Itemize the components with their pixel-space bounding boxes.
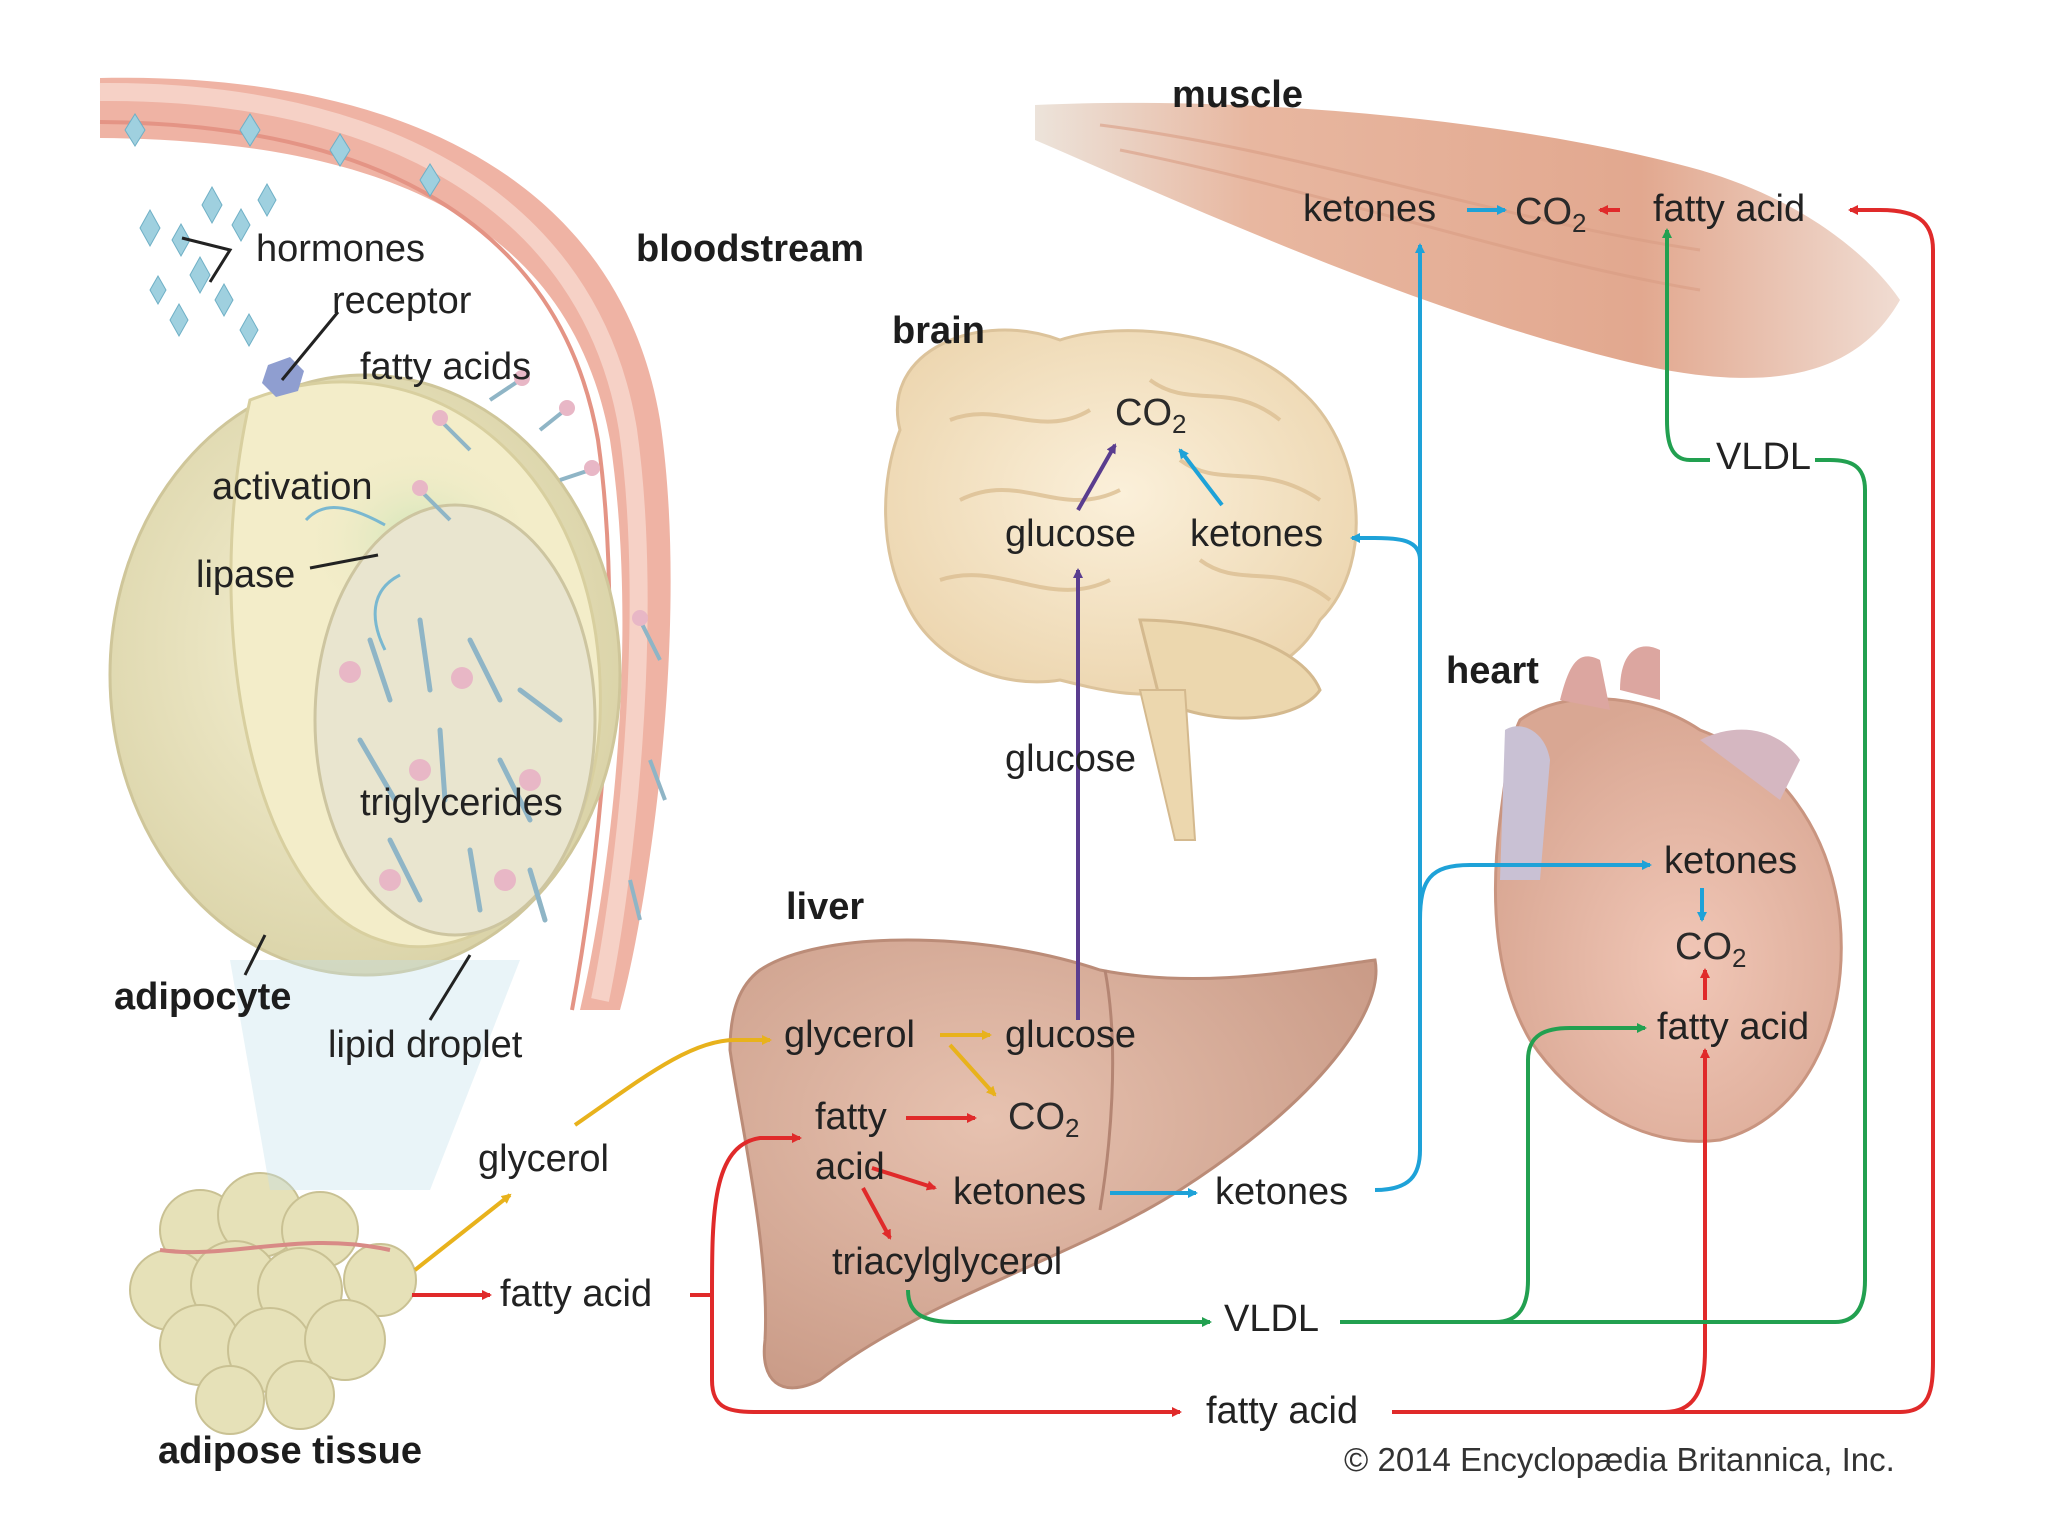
- lipase-label: lipase: [196, 554, 296, 596]
- copyright-credit: © 2014 Encyclopædia Britannica, Inc.: [1344, 1441, 1895, 1478]
- heart-title: heart: [1446, 650, 1539, 692]
- adipocyte-cell: [108, 357, 622, 977]
- glycerol-pathway: [413, 1030, 997, 1272]
- adipose-tissue-title: adipose tissue: [158, 1430, 422, 1472]
- glycerol-pathway-label: glycerol: [478, 1138, 609, 1180]
- glucose-pathway: [1073, 443, 1117, 1020]
- vldl-muscle-label: VLDL: [1716, 436, 1812, 478]
- activation-label: activation: [212, 466, 373, 508]
- liver-glucose-label: glucose: [1005, 1014, 1136, 1056]
- brain-co2-label: CO2: [1115, 392, 1187, 439]
- vldl-bottom-label: VLDL: [1224, 1298, 1320, 1340]
- liver-fatty-label: fatty: [815, 1096, 887, 1138]
- fatty-acid-pathway: [412, 205, 1935, 1417]
- heart-ketones-label: ketones: [1664, 840, 1798, 882]
- liver-organ: [728, 938, 1378, 1390]
- receptor-label: receptor: [332, 280, 472, 322]
- brain-glucose-label: glucose: [1005, 513, 1136, 555]
- liver-acid-label: acid: [815, 1146, 885, 1188]
- muscle-fatty-acid-label: fatty acid: [1653, 188, 1806, 230]
- muscle-title: muscle: [1172, 74, 1303, 116]
- glucose-pathway-label: glucose: [1005, 738, 1136, 780]
- lipid-droplet-label: lipid droplet: [328, 1024, 523, 1066]
- bloodstream-title: bloodstream: [636, 228, 865, 270]
- vldl-pathway: [906, 228, 1867, 1327]
- fatty-acids-label: fatty acids: [360, 346, 532, 388]
- liver-triacylglycerol-label: triacylglycerol: [832, 1241, 1063, 1283]
- liver-title: liver: [786, 886, 865, 928]
- label-pointers: [181, 236, 472, 1021]
- heart-co2-label: CO2: [1675, 926, 1747, 973]
- liver-glycerol-label: glycerol: [784, 1014, 915, 1056]
- fatty-acid-pathway-label: fatty acid: [500, 1273, 653, 1315]
- adipocyte-title: adipocyte: [114, 976, 292, 1018]
- muscle-co2-label: CO2: [1515, 191, 1587, 238]
- muscle-organ: [1035, 102, 1900, 378]
- fatty-acid-bottom-label: fatty acid: [1206, 1390, 1359, 1432]
- ketones-out-label: ketones: [1215, 1171, 1349, 1213]
- liver-ketones-label: ketones: [953, 1171, 1087, 1213]
- hormone-molecules: [124, 113, 441, 348]
- hormones-label: hormones: [256, 228, 425, 270]
- brain-organ: [884, 328, 1358, 841]
- liver-co2-label: CO2: [1008, 1096, 1080, 1143]
- heart-organ: [1493, 646, 1843, 1143]
- triglycerides-label: triglycerides: [360, 782, 563, 824]
- bloodstream-vessel: [99, 77, 671, 1011]
- brain-title: brain: [892, 310, 985, 352]
- heart-fatty-acid-label: fatty acid: [1657, 1006, 1810, 1048]
- brain-ketones-label: ketones: [1190, 513, 1324, 555]
- ketones-pathway: [304, 205, 1707, 1198]
- fatty-acid-molecules: [412, 370, 667, 921]
- muscle-ketones-label: ketones: [1303, 188, 1437, 230]
- zoom-cone: [230, 960, 520, 1190]
- adipose-tissue-cluster: [129, 1172, 417, 1435]
